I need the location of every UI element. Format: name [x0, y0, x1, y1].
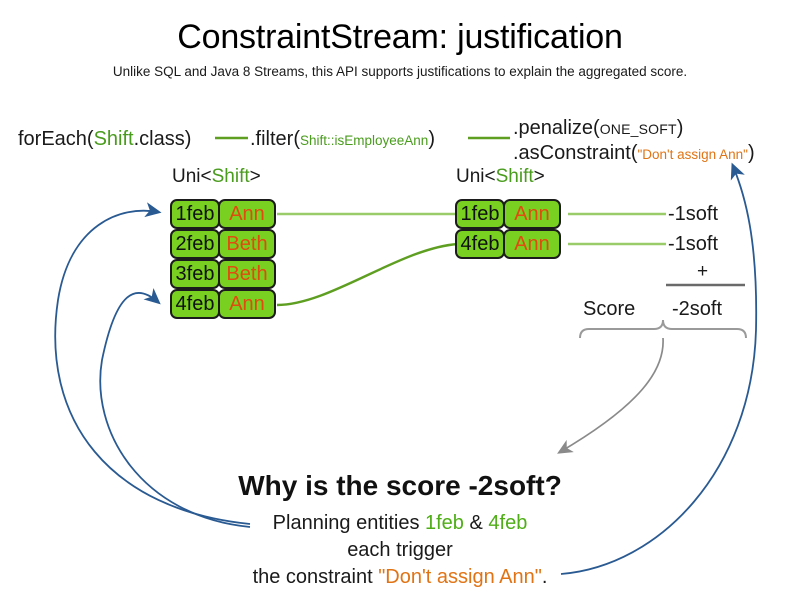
uni-right-suffix: > — [533, 166, 545, 187]
uni-right-prefix: Uni< — [456, 166, 496, 187]
explanation-entity-b: 4feb — [488, 512, 528, 534]
as-constraint-arg: "Don't assign Ann" — [637, 147, 748, 162]
score-brace — [579, 319, 747, 339]
filtered-shift-card[interactable]: 4feb Ann — [455, 229, 561, 259]
filter-tail: ) — [428, 128, 435, 150]
penalize-tail: ) — [676, 117, 684, 139]
stream-type-left: Uni<Shift> — [172, 166, 261, 188]
as-constraint-tail: ) — [747, 142, 755, 164]
filter-arg: Shift::isEmployeeAnn — [300, 133, 429, 148]
page-subtitle: Unlike SQL and Java 8 Streams, this API … — [112, 64, 688, 79]
explanation-line1-pre: Planning entities — [272, 512, 425, 534]
shift-employee: Ann — [503, 199, 561, 229]
filtered-shift-card[interactable]: 1feb Ann — [455, 199, 561, 229]
sum-operator: + — [697, 261, 709, 282]
shift-employee: Ann — [503, 229, 561, 259]
code-as-constraint: .asConstraint("Don't assign Ann") — [513, 142, 755, 165]
foreach-type: Shift — [93, 128, 134, 150]
link-4feb-to-4feb — [276, 242, 459, 307]
explanation-line-3: the constraint "Don't assign Ann". — [0, 566, 800, 589]
explanation-line-2: each trigger — [347, 539, 453, 561]
penalize-call: .penalize( — [513, 117, 600, 139]
shift-date: 3feb — [170, 259, 220, 289]
as-constraint-call: .asConstraint( — [513, 142, 638, 164]
stream-type-right: Uni<Shift> — [456, 166, 545, 188]
foreach-tail: .class) — [133, 128, 192, 150]
code-foreach: forEach(Shift.class) — [18, 128, 191, 151]
shift-employee: Beth — [218, 259, 276, 289]
shift-date: 2feb — [170, 229, 220, 259]
uni-right-type: Shift — [495, 166, 534, 187]
shift-employee: Ann — [218, 289, 276, 319]
explanation-entity-a: 1feb — [425, 512, 464, 534]
explanation-line3-post: . — [541, 566, 548, 588]
code-filter: .filter(Shift::isEmployeeAnn) — [250, 128, 435, 151]
shift-date: 4feb — [455, 229, 505, 259]
shift-date: 1feb — [455, 199, 505, 229]
score-label: Score — [583, 298, 636, 320]
foreach-call: forEach( — [18, 128, 94, 150]
explanation-line-1: Planning entities 1feb & 4feb — [0, 512, 800, 535]
penalize-arg: ONE_SOFT — [599, 121, 677, 137]
shift-employee: Ann — [218, 199, 276, 229]
uni-left-suffix: > — [249, 166, 261, 187]
uni-left-prefix: Uni< — [172, 166, 212, 187]
penalty-score-2: -1soft — [668, 233, 719, 255]
penalty-score-1: -1soft — [668, 203, 719, 225]
total-score-value: -2soft — [672, 298, 723, 320]
shift-card[interactable]: 2feb Beth — [170, 229, 276, 259]
filter-call: .filter( — [250, 128, 300, 150]
shift-card[interactable]: 1feb Ann — [170, 199, 276, 229]
explanation-amp: & — [463, 512, 489, 534]
uni-left-type: Shift — [211, 166, 250, 187]
page-title: ConstraintStream: justification — [177, 18, 623, 56]
shift-date: 1feb — [170, 199, 220, 229]
shift-employee: Beth — [218, 229, 276, 259]
explanation-heading: Why is the score -2soft? — [238, 470, 562, 501]
brace-to-explanation-arrow — [557, 337, 664, 454]
shift-date: 4feb — [170, 289, 220, 319]
shift-card[interactable]: 4feb Ann — [170, 289, 276, 319]
explanation-line3-pre: the constraint — [252, 566, 379, 588]
shift-card[interactable]: 3feb Beth — [170, 259, 276, 289]
code-penalize: .penalize(ONE_SOFT) — [513, 117, 683, 140]
explanation-constraint-name: "Don't assign Ann" — [378, 566, 542, 588]
